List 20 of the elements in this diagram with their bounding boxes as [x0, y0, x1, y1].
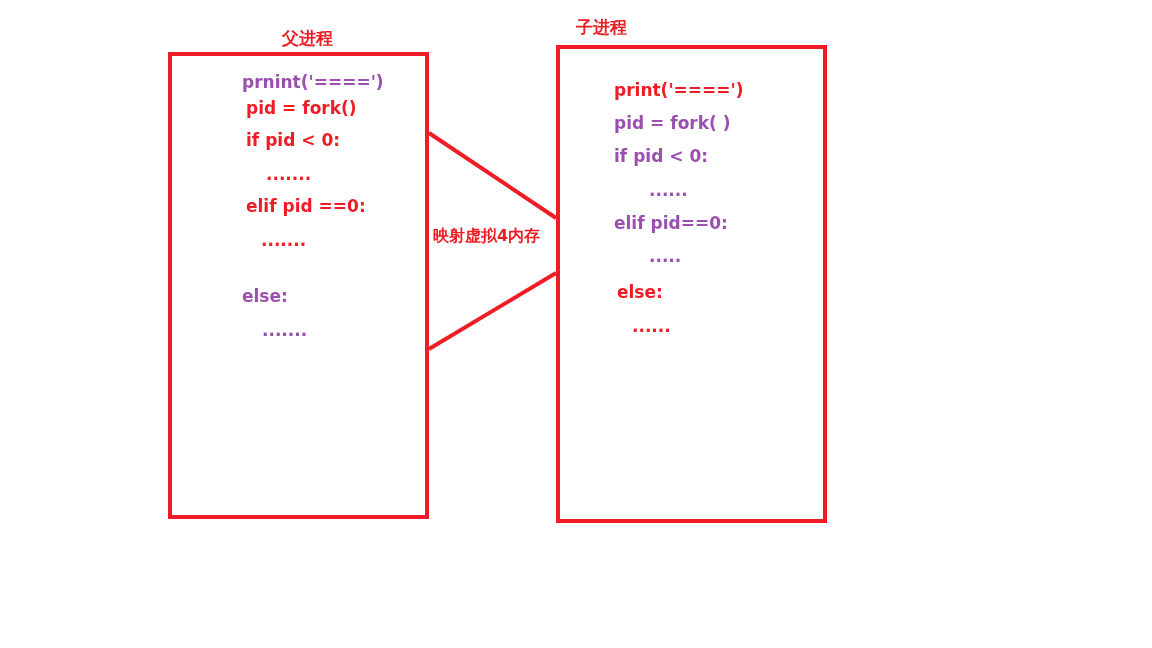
code-line: print('====') [614, 79, 744, 101]
code-line: ...... [649, 179, 688, 201]
code-line: pid = fork( ) [614, 112, 731, 134]
code-line: ....... [261, 229, 307, 251]
connector-line [427, 271, 558, 351]
code-line: elif pid==0: [614, 212, 728, 234]
process-title: 子进程 [576, 16, 627, 39]
code-line: elif pid ==0: [246, 195, 366, 217]
code-line: ....... [262, 319, 308, 341]
code-line: prnint('====') [242, 71, 384, 93]
code-line: ....... [266, 163, 312, 185]
code-line: ..... [649, 245, 682, 267]
connector-line [427, 131, 558, 220]
process-title: 父进程 [282, 27, 333, 50]
code-line: ...... [632, 315, 671, 337]
code-line: if pid < 0: [246, 129, 340, 151]
code-line: if pid < 0: [614, 145, 708, 167]
code-line: else: [242, 285, 288, 307]
code-line: else: [617, 281, 663, 303]
code-line: pid = fork() [246, 97, 357, 119]
